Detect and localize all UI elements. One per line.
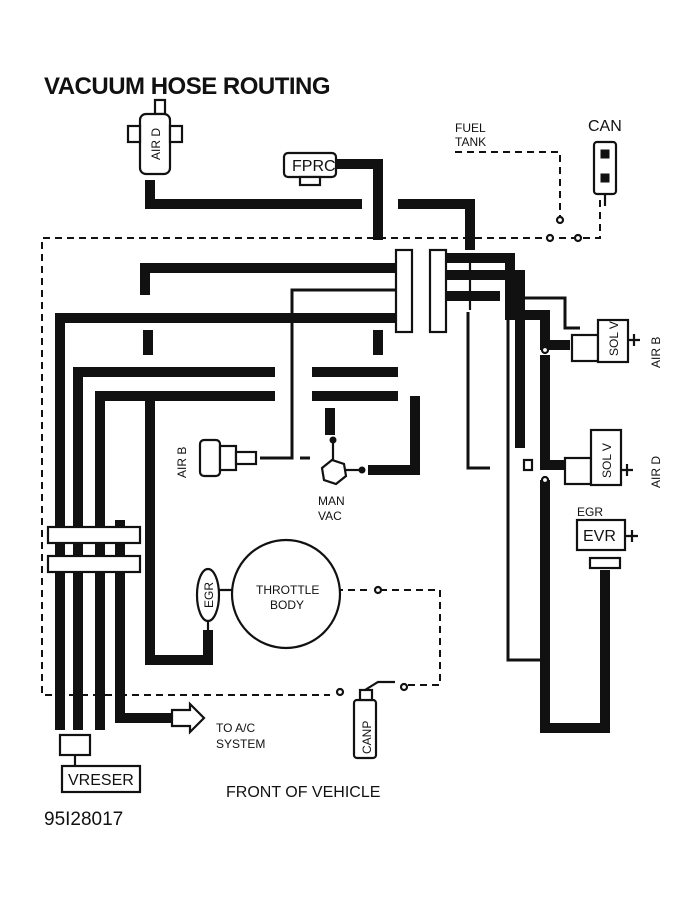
diagram-title: VACUUM HOSE ROUTING bbox=[44, 73, 330, 100]
canp-label: CANP bbox=[360, 721, 374, 754]
throttle-body-label-line1: THROTTLE bbox=[256, 583, 319, 597]
to-ac-label-line2: SYSTEM bbox=[216, 737, 265, 751]
connector-plate-left bbox=[394, 248, 414, 334]
air-b-right-label: AIR B bbox=[649, 337, 663, 368]
central-connector-plates bbox=[394, 248, 448, 334]
air-b-valve-left: AIR B bbox=[175, 438, 258, 478]
man-vac-label-line1: MAN bbox=[318, 494, 345, 508]
sol-v-lower: SOL V AIR D bbox=[522, 428, 663, 488]
can-canister: CAN bbox=[588, 118, 622, 206]
sol-v-upper-label: SOL V bbox=[607, 321, 621, 356]
air-b-left-label: AIR B bbox=[175, 447, 189, 478]
cross-connector-upper bbox=[46, 525, 142, 545]
egr-upper-label: EGR bbox=[577, 505, 603, 519]
front-of-vehicle-label: FRONT OF VEHICLE bbox=[226, 784, 380, 801]
thick-vacuum-hoses bbox=[55, 159, 610, 733]
man-vac-label-line2: VAC bbox=[318, 509, 342, 523]
to-ac-label-line1: TO A/C bbox=[216, 721, 255, 735]
to-ac-system-arrow: TO A/C SYSTEM bbox=[170, 701, 265, 751]
air-d-right-label: AIR D bbox=[649, 456, 663, 488]
can-label: CAN bbox=[588, 118, 622, 135]
dashed-vent-lines bbox=[41, 151, 601, 696]
reference-number: 95I28017 bbox=[44, 809, 123, 830]
sol-v-upper: SOL V AIR B bbox=[570, 318, 663, 368]
throttle-body: THROTTLE BODY bbox=[230, 538, 342, 650]
evr-label: EVR bbox=[583, 528, 616, 545]
lower-cross-connectors bbox=[46, 525, 142, 574]
fprc-label: FPRC bbox=[292, 158, 336, 175]
canp: CANP bbox=[352, 680, 395, 760]
throttle-body-label-line2: BODY bbox=[270, 598, 304, 612]
hose-junctions bbox=[335, 215, 583, 697]
fuel-tank-label-line1: FUEL bbox=[455, 121, 486, 135]
sol-v-lower-label: SOL V bbox=[600, 443, 614, 478]
air-d-valve-top: AIR D bbox=[126, 98, 184, 176]
thin-vacuum-hoses bbox=[260, 256, 580, 662]
egr-left-label: EGR bbox=[202, 582, 216, 608]
connector-plate-right bbox=[428, 248, 448, 334]
air-d-top-label: AIR D bbox=[149, 128, 163, 160]
cross-connector-lower bbox=[46, 554, 142, 574]
vreser-label: VRESER bbox=[68, 772, 134, 789]
egr-valve-left: EGR bbox=[195, 567, 236, 632]
fuel-tank-label-line2: TANK bbox=[455, 135, 486, 149]
manifold-vacuum-port: MAN VAC bbox=[318, 436, 366, 523]
fprc: FPRC bbox=[282, 151, 338, 187]
evr: EGR EVR bbox=[575, 505, 638, 570]
vreser: VRESER bbox=[58, 733, 142, 794]
